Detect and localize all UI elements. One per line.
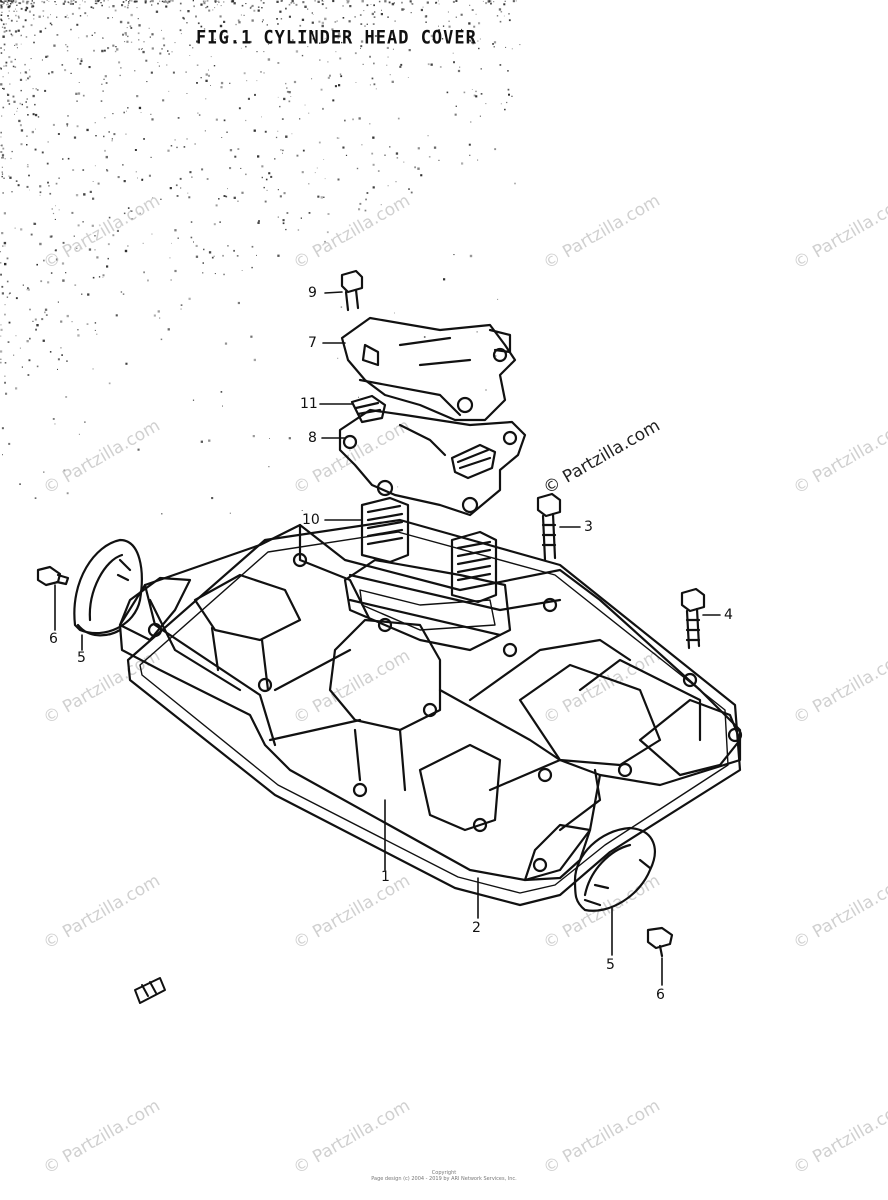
screw-left: [36, 565, 70, 587]
footer-copyright: Copyright: [431, 1170, 457, 1176]
breather-cover: [340, 316, 517, 422]
callout-9: 9: [308, 285, 317, 301]
leader-lines: [54, 291, 721, 986]
callout-7: 7: [308, 335, 317, 351]
callout-11: 11: [300, 396, 318, 412]
callout-10: 10: [302, 512, 320, 528]
end-cap-right: [573, 826, 656, 912]
page-title: FIG.1 CYLINDER HEAD COVER: [196, 27, 477, 49]
bolt-3: [536, 492, 562, 562]
breather-element: [360, 496, 410, 564]
bolt-4: [680, 587, 706, 650]
breather-plate: [338, 408, 527, 517]
callout-2: 2: [472, 920, 481, 936]
breather-cushion: [450, 443, 497, 480]
callout-6-right: 6: [656, 987, 665, 1003]
callout-5-left: 5: [77, 650, 86, 666]
callout-1: 1: [381, 869, 390, 885]
footer-credit: Page design (c) 2004 - 2019 by ARI Netwo…: [371, 1176, 517, 1182]
screw-right: [646, 926, 674, 958]
callout-4: 4: [724, 607, 733, 623]
bolt-9: [340, 269, 364, 312]
callout-6-left: 6: [49, 631, 58, 647]
callout-3: 3: [584, 519, 593, 535]
cover-gasket: [126, 518, 742, 907]
cylinder-head-cover: [118, 523, 743, 882]
direction-mark-icon: [134, 977, 166, 1004]
callout-8: 8: [308, 430, 317, 446]
end-cap-left: [73, 538, 143, 637]
callout-5-right: 5: [606, 957, 615, 973]
breather-element: [450, 530, 498, 604]
